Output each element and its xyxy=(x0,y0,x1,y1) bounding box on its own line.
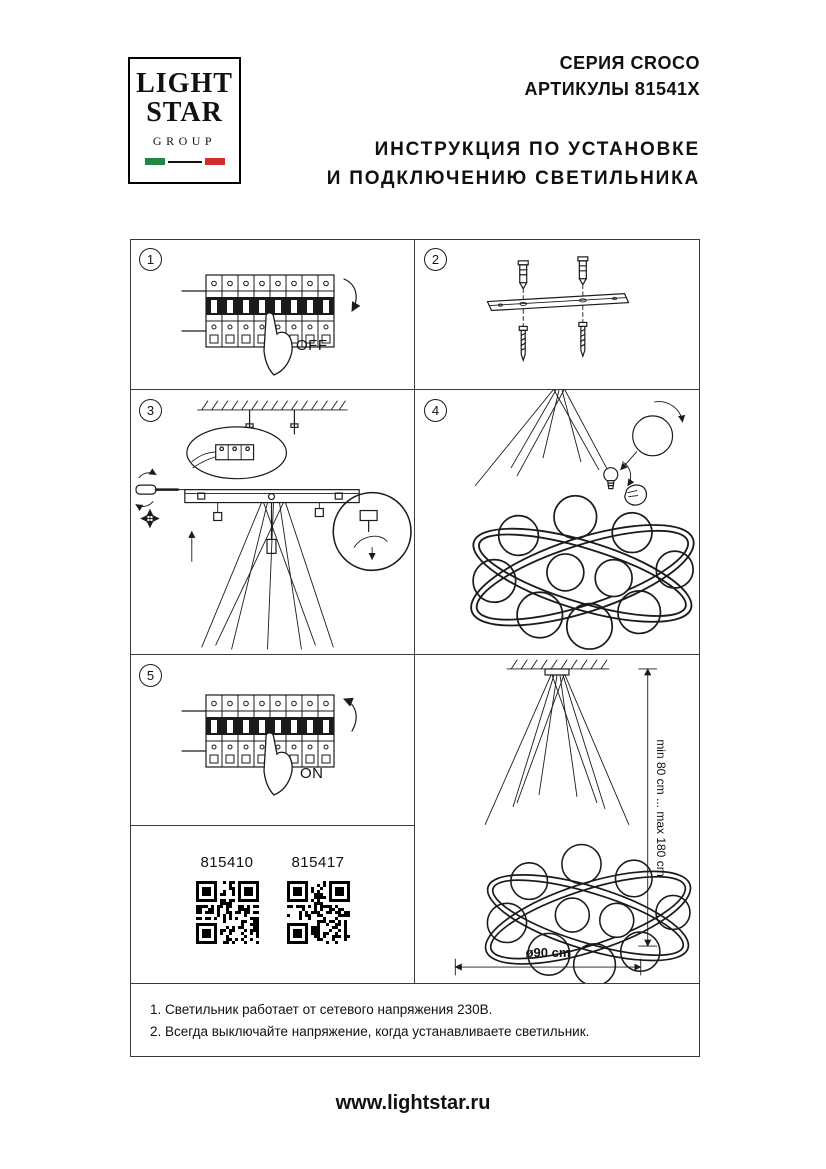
note-line-1: 1. Светильник работает от сетевого напря… xyxy=(150,1002,493,1017)
step-5-cell: 5 ON xyxy=(130,655,415,826)
magnifier-icon xyxy=(332,491,412,572)
diameter-dimension-label: ø90 cm xyxy=(525,945,571,960)
flag-line xyxy=(167,160,202,163)
article-code-left: 815410 xyxy=(200,854,254,871)
article-right: 815417 xyxy=(277,854,359,944)
bulb-icon xyxy=(603,467,619,490)
qr-code-left xyxy=(195,881,259,944)
step-1-cell: 1 OFF xyxy=(130,239,415,390)
article-left: 815410 xyxy=(186,854,268,944)
rotate-arrow-icon xyxy=(138,468,157,479)
instruction-title: ИНСТРУКЦИЯ ПО УСТАНОВКЕ И ПОДКЛЮЧЕНИЮ СВ… xyxy=(327,136,700,193)
suspension-wires xyxy=(484,674,630,825)
chandelier-dimensions-illustration xyxy=(454,659,700,983)
qr-section: 815410 815417 xyxy=(130,826,415,984)
notes-section: 1. Светильник работает от сетевого напря… xyxy=(130,984,700,1057)
ceiling-canopy xyxy=(544,668,570,676)
mounting-bar xyxy=(486,293,630,312)
mounting-plate xyxy=(184,489,360,504)
logo-word-light: LIGHT xyxy=(136,68,233,99)
document-header: СЕРИЯ CROCO АРТИКУЛЫ 81541X ИНСТРУКЦИЯ П… xyxy=(327,50,700,193)
flag-green-segment xyxy=(144,158,165,166)
hand-icon xyxy=(624,484,647,506)
on-label: ON xyxy=(300,765,324,782)
attach-arrow-icon xyxy=(620,451,638,471)
qr-code-right xyxy=(286,881,350,944)
terminal-block-icon xyxy=(215,444,255,461)
chandelier-assembly-illustration xyxy=(459,390,700,650)
step-2-cell: 2 xyxy=(415,239,700,390)
step-3-cell: 3 xyxy=(130,390,415,655)
logo-word-star: STAR xyxy=(146,97,223,129)
mounting-bar-illustration xyxy=(486,256,630,363)
article-code-right: 815417 xyxy=(291,854,345,871)
cable-stopper-icon xyxy=(213,511,223,522)
logo-word-group: GROUP xyxy=(152,134,217,149)
cable-stopper-icon xyxy=(314,507,324,518)
height-dimension-label: min 80 cm ... max 180 cm xyxy=(654,739,668,877)
steps-grid: 1 OFF 2 xyxy=(130,239,700,1057)
rotate-ball-arrow-icon xyxy=(654,401,686,423)
instruction-title-line1: ИНСТРУКЦИЯ ПО УСТАНОВКЕ xyxy=(374,139,700,161)
note-line-2: 2. Всегда выключайте напряжение, когда у… xyxy=(150,1023,590,1039)
rotate-arrow-icon xyxy=(135,501,154,512)
switch-off-arrow-icon xyxy=(343,278,361,312)
articles-title: АРТИКУЛЫ 81541X xyxy=(524,79,700,100)
dimensions-cell: min 80 cm ... max 180 cm ø90 cm xyxy=(415,655,700,984)
series-title: СЕРИЯ CROCO xyxy=(559,53,700,73)
ceiling-mount-illustration xyxy=(135,400,412,650)
off-label: OFF xyxy=(296,337,328,354)
breaker-off-illustration xyxy=(178,251,361,381)
ceiling-hatch xyxy=(506,659,610,670)
step-5-badge: 5 xyxy=(139,664,162,687)
lightstar-logo: LIGHT STAR GROUP xyxy=(128,57,241,184)
step-1-badge: 1 xyxy=(139,248,162,271)
ceiling-hatch xyxy=(197,400,348,411)
diameter-dimension-arrow xyxy=(454,958,642,976)
suspension-wires xyxy=(201,502,334,650)
flag-red-segment xyxy=(204,158,225,166)
screw-bulb-arrow-icon xyxy=(622,461,635,487)
screwdriver-icon xyxy=(135,484,187,495)
step-4-badge: 4 xyxy=(424,399,447,422)
step-2-badge: 2 xyxy=(424,248,447,271)
breaker-on-illustration xyxy=(178,671,357,801)
screw-icon xyxy=(518,321,588,363)
glass-ball-icon xyxy=(632,415,674,457)
wiring-detail-blob xyxy=(186,426,288,480)
dowel-icon xyxy=(517,256,589,290)
step-4-cell: 4 xyxy=(415,390,700,655)
step-3-badge: 3 xyxy=(139,399,162,422)
height-dimension-arrow xyxy=(638,668,658,947)
instruction-title-line2: И ПОДКЛЮЧЕНИЮ СВЕТИЛЬНИКА xyxy=(326,167,700,189)
suspension-wires xyxy=(474,390,614,487)
italian-flag-icon xyxy=(144,158,225,166)
switch-on-arrow-icon xyxy=(343,697,357,732)
footer-website: www.lightstar.ru xyxy=(335,1092,491,1114)
